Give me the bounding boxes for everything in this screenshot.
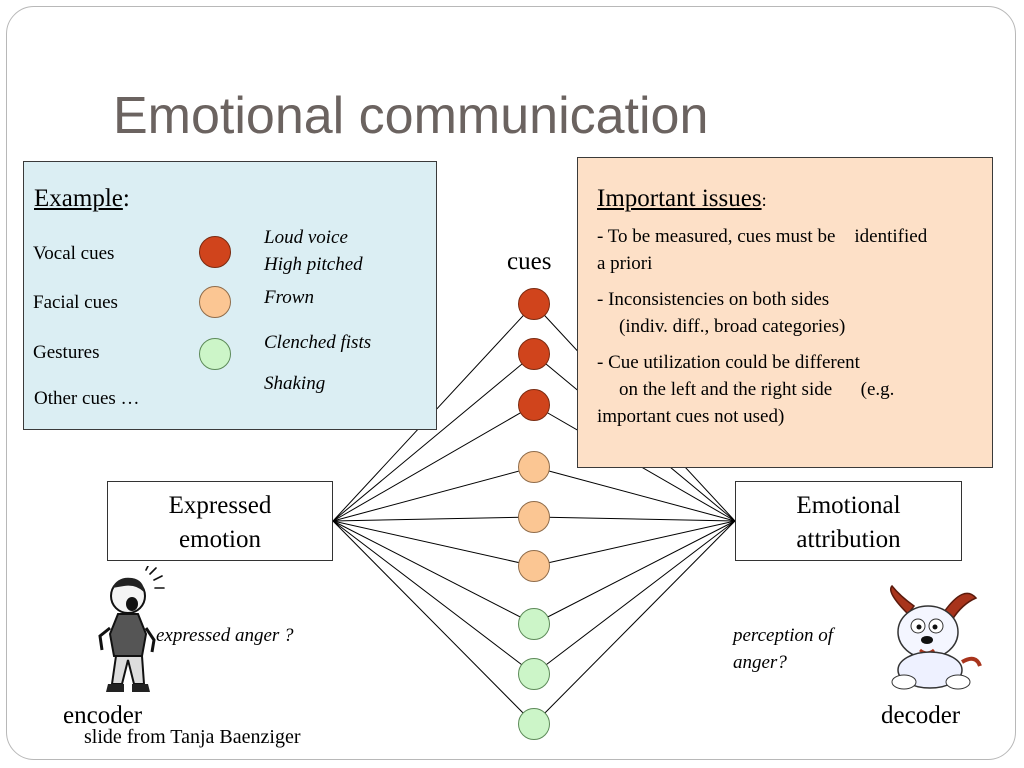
vocal-cues-desc-1: Loud voice [264, 227, 348, 248]
encoder-cue-line-4 [332, 466, 535, 522]
slide-frame [6, 6, 1016, 760]
issues-heading-text: Important issues [597, 185, 762, 212]
issue-3-line-2: on the left and the right side (e.g. [619, 379, 895, 400]
example-heading: Example: [34, 185, 130, 213]
cue-node-facial-2 [518, 501, 550, 533]
frightened-dog-illustration [890, 584, 982, 690]
cue-node-gesture-3 [518, 708, 550, 740]
issue-2-line-2: (indiv. diff., broad categories) [619, 316, 846, 337]
example-heading-text: Example [34, 185, 123, 212]
expressed-emotion-line2: emotion [179, 526, 261, 553]
cue-node-facial-3 [518, 550, 550, 582]
decoder-cue-line-6 [533, 520, 736, 567]
expressed-emotion-line1: Expressed [168, 492, 272, 519]
facial-cues-desc: Frown [264, 287, 314, 308]
emotional-attribution-line1: Emotional [796, 492, 901, 519]
cue-node-vocal-2 [518, 338, 550, 370]
issue-3-line-3: important cues not used) [597, 406, 785, 427]
important-issues-panel: Important issues: - To be measured, cues… [577, 157, 993, 468]
facial-cues-label: Facial cues [33, 292, 118, 313]
gestures-desc-2: Shaking [264, 373, 326, 394]
example-panel: Example: Vocal cues Loud voice High pitc… [23, 161, 437, 430]
encoder-cue-line-6 [332, 520, 535, 567]
slide-title: Emotional communication [113, 87, 709, 145]
decoder-label: decoder [881, 702, 961, 729]
gestures-label: Gestures [33, 342, 100, 363]
cues-label: cues [507, 248, 552, 275]
emotional-attribution-box: Emotional attribution [735, 481, 962, 561]
encoder-cue-line-7 [332, 520, 535, 625]
gestures-desc-1: Clenched fists [264, 332, 372, 353]
example-heading-colon: : [122, 185, 130, 212]
expressed-emotion-box: Expressed emotion [107, 481, 333, 561]
emotional-attribution-line2: attribution [796, 526, 901, 553]
encoder-cue-line-5 [332, 516, 535, 522]
credit-text: slide from Tanja Baenziger [84, 726, 301, 748]
issues-heading-colon: : [761, 190, 767, 210]
perception-note-line1: perception of [733, 625, 834, 646]
perception-note-line2: anger? [733, 652, 787, 673]
cue-node-vocal-1 [518, 288, 550, 320]
cue-node-gesture-1 [518, 608, 550, 640]
decoder-cue-line-7 [533, 520, 736, 625]
facial-cues-dot [199, 286, 231, 318]
encoder-cue-line-9 [332, 520, 535, 725]
issue-3-line-1: - Cue utilization could be different [597, 352, 860, 373]
cue-node-vocal-3 [518, 389, 550, 421]
decoder-cue-line-5 [533, 516, 736, 522]
vocal-cues-desc-2: High pitched [264, 254, 363, 275]
gestures-dot [199, 338, 231, 370]
expressed-anger-note: expressed anger ? [156, 625, 294, 646]
other-cues-label: Other cues … [34, 388, 140, 409]
decoder-cue-line-4 [533, 466, 736, 522]
encoder-cue-line-2 [332, 353, 535, 522]
issues-heading: Important issues: [597, 185, 767, 213]
issue-1-line-2: a priori [597, 253, 653, 274]
encoder-cue-line-3 [332, 404, 535, 522]
cue-node-facial-1 [518, 451, 550, 483]
cue-node-gesture-2 [518, 658, 550, 690]
encoder-label: encoder [63, 702, 143, 729]
issue-2-line-1: - Inconsistencies on both sides [597, 289, 830, 310]
encoder-cue-line-8 [332, 520, 535, 675]
decoder-cue-line-9 [533, 520, 736, 725]
vocal-cues-label: Vocal cues [33, 243, 115, 264]
screaming-boy-illustration [98, 566, 165, 692]
decoder-cue-line-8 [533, 520, 736, 675]
issue-1-line-1: - To be measured, cues must be identifie… [597, 226, 928, 247]
vocal-cues-dot [199, 236, 231, 268]
